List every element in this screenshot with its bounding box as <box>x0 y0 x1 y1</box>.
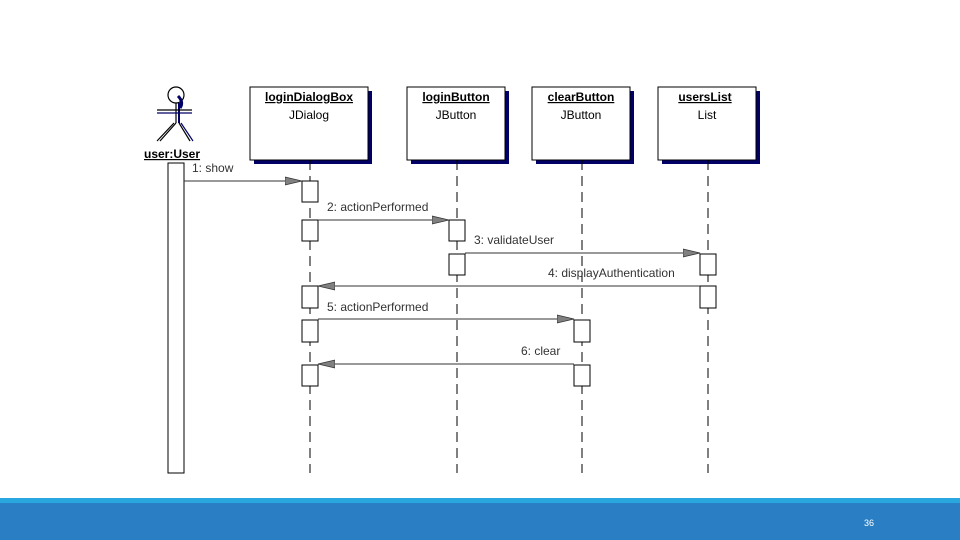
actor-stick-figure-icon <box>156 86 194 142</box>
object-clearButton: clearButton JButton <box>531 86 634 164</box>
object-name: loginButton <box>422 90 489 104</box>
message-label: 1: show <box>192 161 234 175</box>
message-label: 2: actionPerformed <box>327 200 428 214</box>
object-name: clearButton <box>548 90 615 104</box>
object-type: JDialog <box>289 108 329 122</box>
footer-accent-strip <box>0 498 960 503</box>
object-type: JButton <box>436 108 477 122</box>
object-loginDialogBox: loginDialogBox JDialog <box>249 86 372 164</box>
lifelines <box>309 160 709 473</box>
actor-name: user:User <box>144 147 200 161</box>
actor-activation-bar <box>167 162 185 474</box>
page-number: 36 <box>864 518 875 528</box>
activation-boxes <box>301 180 717 387</box>
footer-bar <box>0 503 960 540</box>
message-label: 4: displayAuthentication <box>548 266 675 280</box>
message-label: 5: actionPerformed <box>327 300 428 314</box>
sequence-diagram: user:User loginDialogBox JDialog loginBu… <box>144 86 760 474</box>
message-label: 6: clear <box>521 344 560 358</box>
object-loginButton: loginButton JButton <box>406 86 509 164</box>
object-type: JButton <box>561 108 602 122</box>
message-label: 3: validateUser <box>474 233 554 247</box>
object-name: usersList <box>678 90 731 104</box>
object-name: loginDialogBox <box>265 90 353 104</box>
object-usersList: usersList List <box>657 86 760 164</box>
object-type: List <box>698 108 717 122</box>
